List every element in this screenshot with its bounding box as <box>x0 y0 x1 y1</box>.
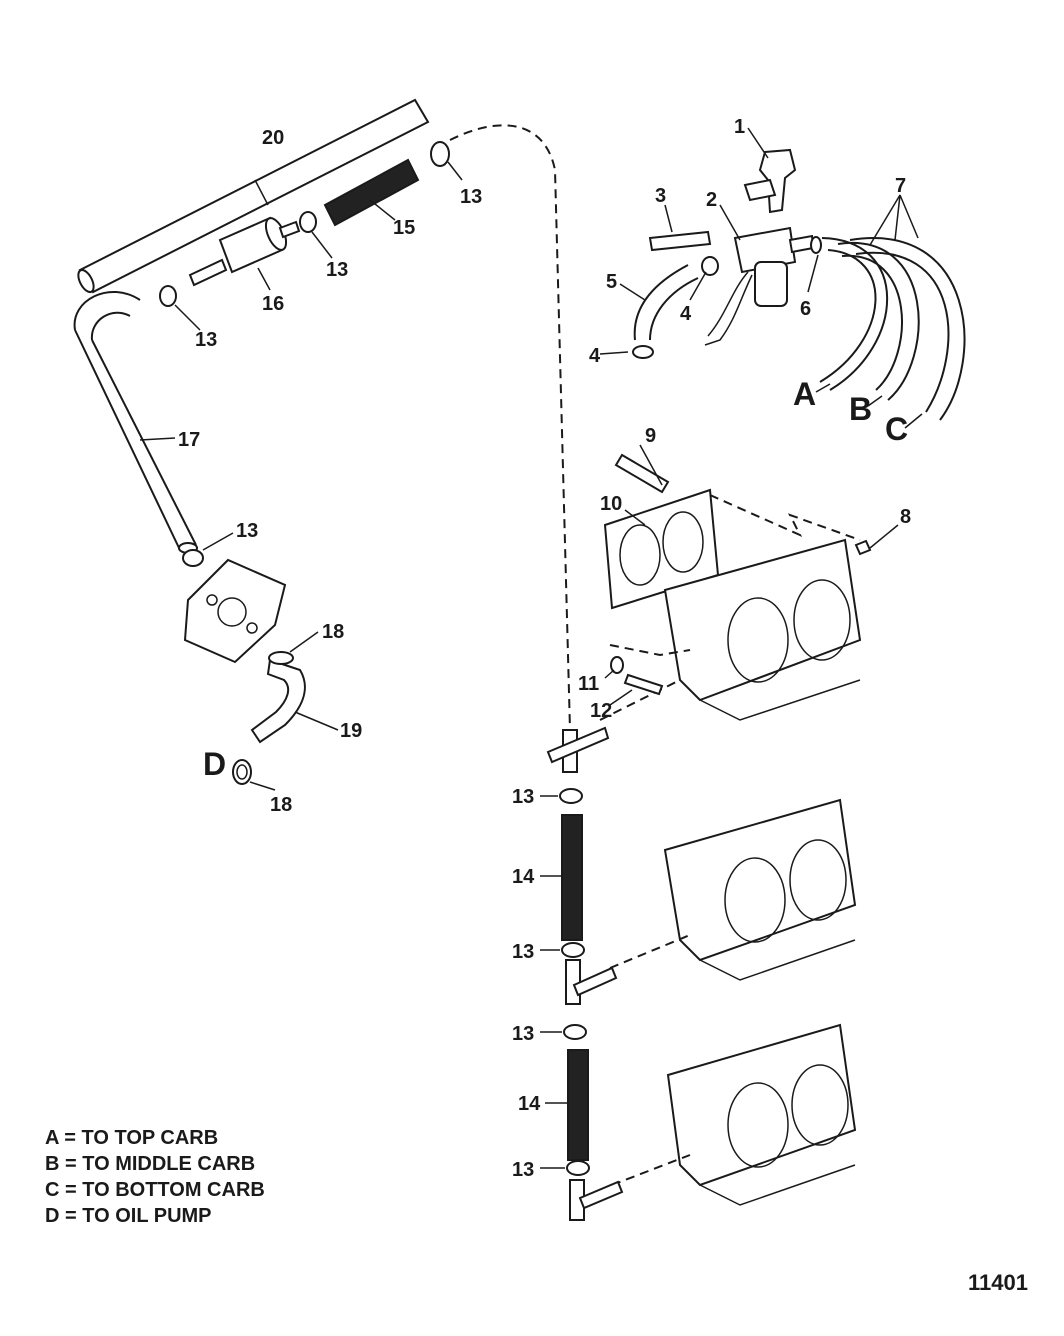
part-1-bracket <box>743 148 797 214</box>
clamp-13-v2 <box>561 942 585 958</box>
letter-d: D <box>203 746 226 782</box>
part-5-hose <box>632 256 719 359</box>
callout-5: 5 <box>606 271 617 293</box>
fuel-line-dashed <box>449 124 571 731</box>
carburetor-middle <box>663 798 857 981</box>
callout-14-upper: 14 <box>512 866 535 888</box>
callout-13-h: 13 <box>512 1159 534 1181</box>
part-3-tube <box>648 230 712 252</box>
legend-line-a: A = TO TOP CARB <box>45 1127 218 1149</box>
clamp-13-v1 <box>559 788 583 804</box>
cross-fitting <box>546 726 610 773</box>
callout-19: 19 <box>340 720 362 742</box>
callout-12: 12 <box>590 700 612 722</box>
oil-pump-flange <box>183 558 287 664</box>
part-20-hose <box>77 98 430 294</box>
carburetor-top <box>663 538 862 721</box>
carburetor-bottom <box>666 1023 857 1206</box>
callout-16: 16 <box>262 293 284 315</box>
part-9-stud <box>614 453 670 494</box>
callout-17: 17 <box>178 429 200 451</box>
callout-4-upper: 4 <box>680 303 692 325</box>
callout-numbers: 1 2 3 4 4 5 6 7 8 9 10 11 12 13 13 13 13… <box>178 116 911 1181</box>
callout-13-g: 13 <box>512 1023 534 1045</box>
callout-13-b: 13 <box>326 259 348 281</box>
callout-4-lower: 4 <box>589 345 601 367</box>
dash-part-12 <box>609 644 691 657</box>
dash-fitting-mid <box>609 934 691 969</box>
legend-line-b: B = TO MIDDLE CARB <box>45 1153 255 1175</box>
part-14-hose-lower <box>567 1049 589 1161</box>
part-8-nut <box>854 539 872 556</box>
part-15-hose <box>323 158 420 227</box>
callout-10: 10 <box>600 493 622 515</box>
leader-lines <box>139 127 923 1169</box>
callout-13-d: 13 <box>236 520 258 542</box>
part-17-hose <box>73 290 198 554</box>
callout-3: 3 <box>655 185 666 207</box>
callout-15: 15 <box>393 217 415 239</box>
part-12-screw <box>623 673 664 696</box>
callout-13-c: 13 <box>195 329 217 351</box>
legend-line-d: D = TO OIL PUMP <box>45 1205 212 1227</box>
legend: A = TO TOP CARB B = TO MIDDLE CARB C = T… <box>45 1127 265 1227</box>
dash-gasket <box>709 494 861 541</box>
callout-20: 20 <box>262 127 284 149</box>
callout-2: 2 <box>706 189 717 211</box>
clamp-13-set <box>159 141 450 567</box>
elbow-fitting <box>569 1179 624 1221</box>
clamp-13-v3 <box>563 1024 587 1040</box>
callout-13-e: 13 <box>512 786 534 808</box>
part-16-fuel-filter <box>188 216 301 287</box>
callout-18-lower: 18 <box>270 794 292 816</box>
figure-number: 11401 <box>968 1270 1028 1295</box>
callout-6: 6 <box>800 298 811 320</box>
callout-7: 7 <box>895 175 906 197</box>
part-7-hoses <box>810 236 966 421</box>
callout-14-lower: 14 <box>518 1093 541 1115</box>
callout-18-upper: 18 <box>322 621 344 643</box>
callout-11: 11 <box>578 673 599 695</box>
letter-a: A <box>793 376 816 412</box>
callout-13-a: 13 <box>460 186 482 208</box>
callout-1: 1 <box>734 116 745 138</box>
part-19-elbow-hose <box>232 651 306 785</box>
callout-8: 8 <box>900 506 911 528</box>
part-11-nut <box>610 656 624 674</box>
letter-c: C <box>885 411 908 447</box>
callout-9: 9 <box>645 425 656 447</box>
legend-line-c: C = TO BOTTOM CARB <box>45 1179 265 1201</box>
callout-13-f: 13 <box>512 941 534 963</box>
tee-fitting <box>565 959 618 1005</box>
part-14-hose-upper <box>561 814 583 941</box>
letter-b: B <box>849 391 872 427</box>
clamp-13-v4 <box>566 1160 590 1176</box>
part-2-valve <box>704 226 815 346</box>
